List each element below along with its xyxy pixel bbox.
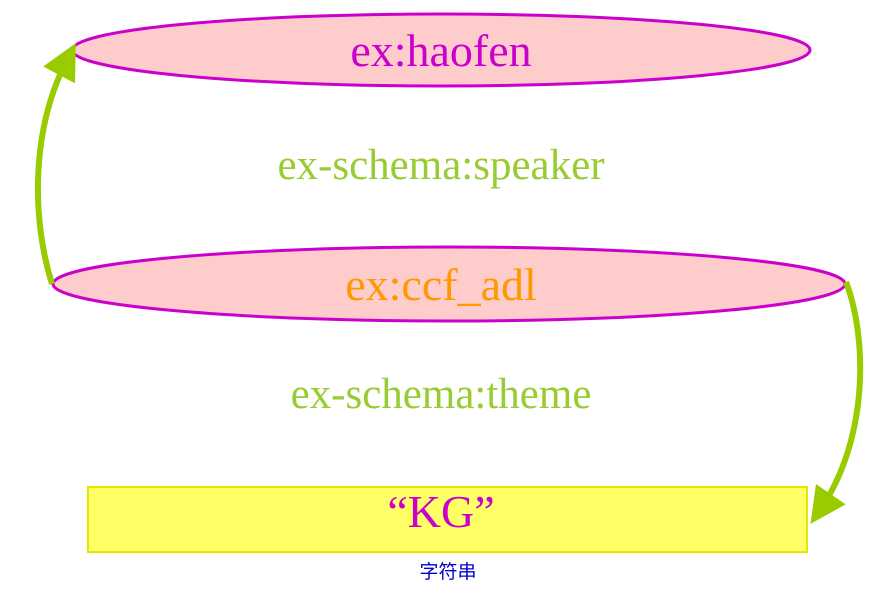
literal-type-caption: 字符串 <box>419 561 477 583</box>
node-ccf-adl-label: ex:ccf_adl <box>345 259 537 310</box>
node-haofen-label: ex:haofen <box>350 25 532 76</box>
literal-node-label: “KG” <box>387 486 495 537</box>
edge-speaker-label: ex-schema:speaker <box>277 142 605 189</box>
speaker-arrow <box>34 43 76 285</box>
theme-arrow <box>810 280 864 524</box>
edge-theme-label: ex-schema:theme <box>290 371 592 418</box>
literal-node-box <box>87 486 808 553</box>
